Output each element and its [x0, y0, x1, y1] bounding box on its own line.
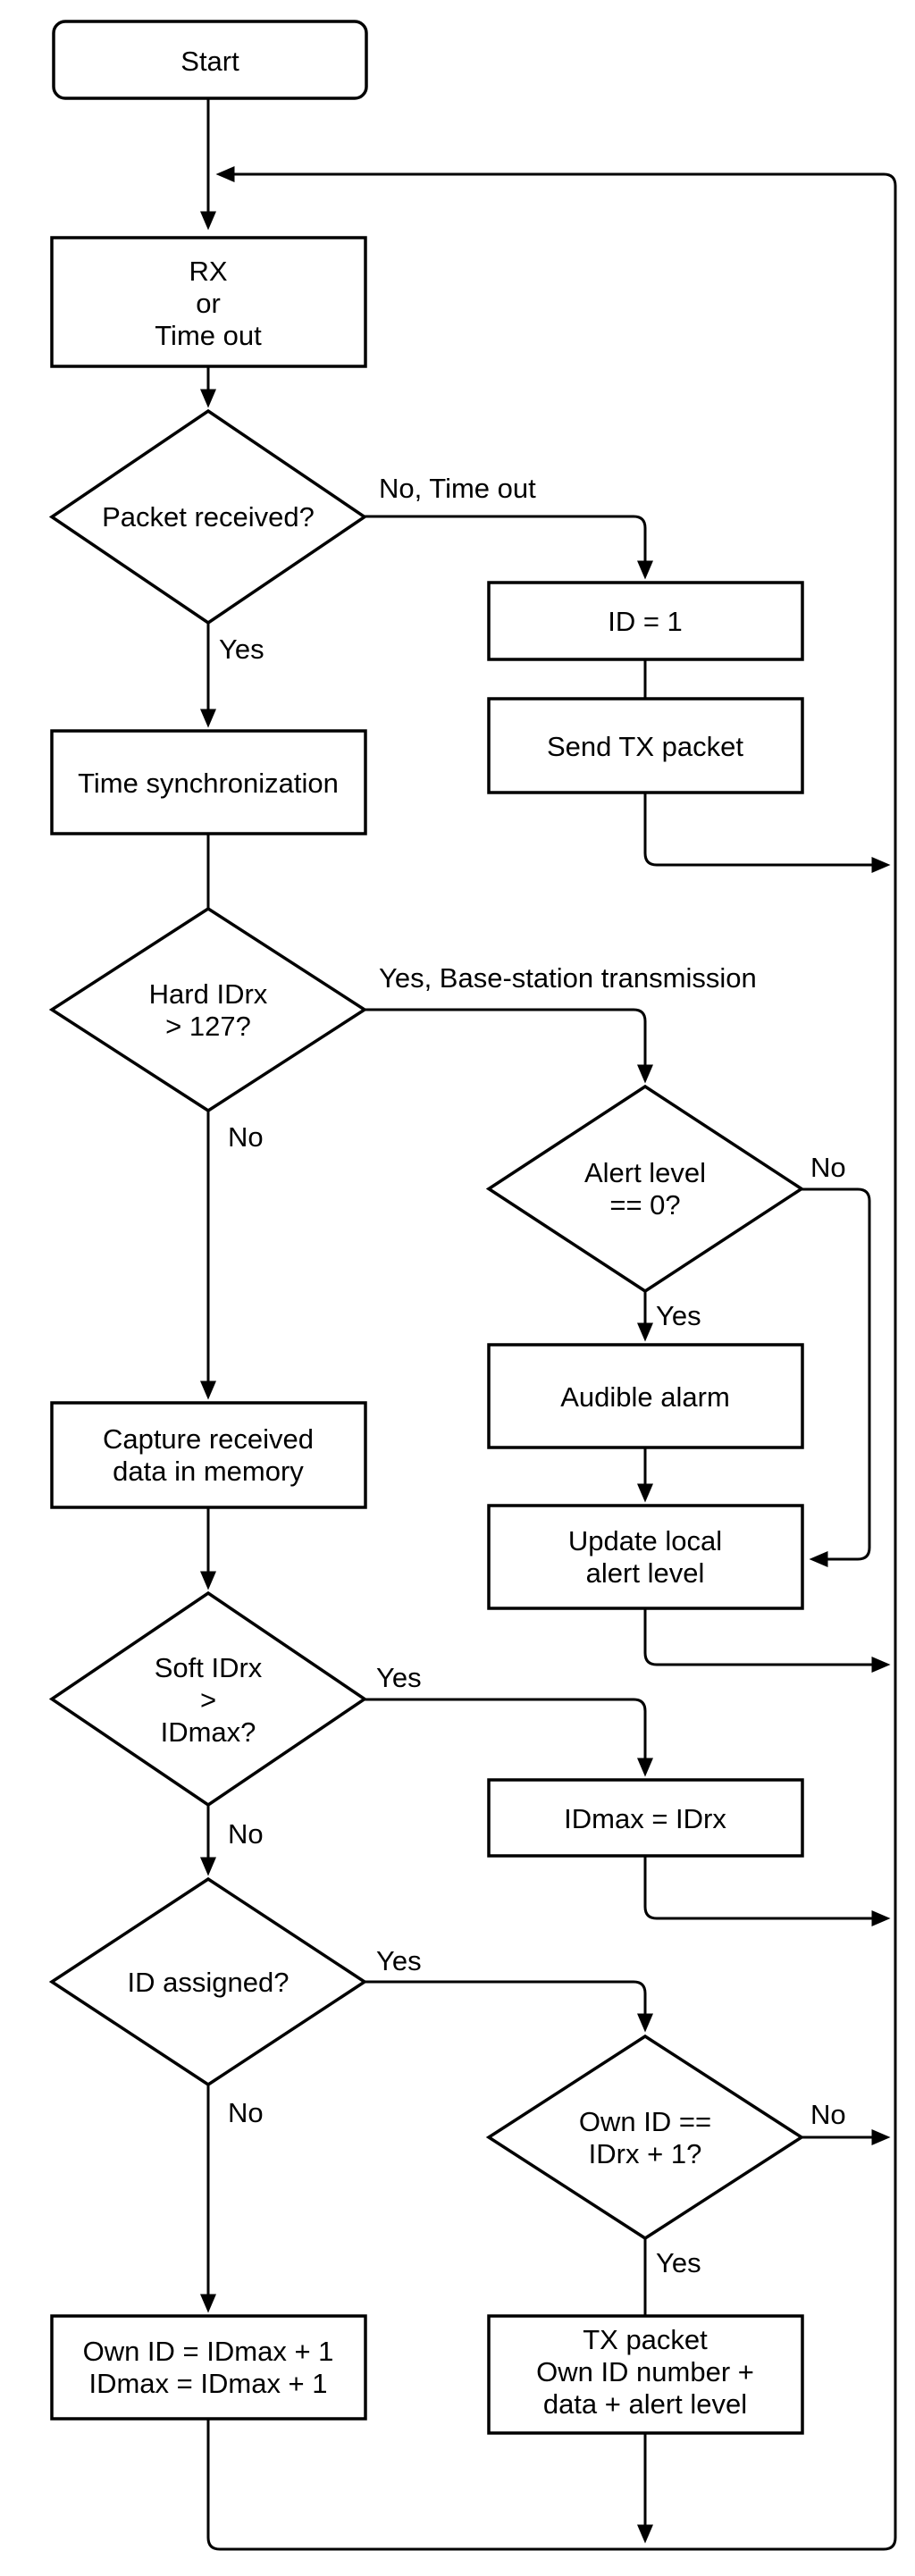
soft-idrx-label-line3: IDmax? [161, 1716, 256, 1748]
tx-packet-label-line3: data + alert level [543, 2388, 747, 2420]
time-sync-label: Time synchronization [78, 768, 339, 799]
own-id-assign-label-line1: Own ID = IDmax + 1 [83, 2336, 334, 2367]
id-assigned-shape [48, 1876, 368, 2087]
idmax-eq-idrx-shape [487, 1778, 804, 1858]
update-alert-label-line2: alert level [586, 1557, 705, 1589]
own-id-assign-label-line2: IDmax = IDmax + 1 [88, 2368, 327, 2399]
node-audible-alarm: Audible alarm [487, 1343, 804, 1449]
node-start: Start [52, 20, 368, 100]
label-id-assigned-no: No [228, 2097, 264, 2128]
own-id-check-label-line2: IDrx + 1? [589, 2138, 702, 2169]
edges [200, 98, 897, 2551]
node-tx-packet: TX packet Own ID number + data + alert l… [487, 2314, 804, 2435]
update-alert-label-line1: Update local [568, 1525, 722, 1557]
time-sync-shape [50, 729, 367, 835]
label-hard-no: No [228, 1121, 264, 1153]
hard-idrx-label-line2: > 127? [165, 1011, 251, 1042]
label-id-assigned-yes: Yes [376, 1945, 422, 1976]
start-label: Start [180, 46, 239, 77]
tx-packet-label-line1: TX packet [583, 2324, 708, 2355]
capture-data-label-line1: Capture received [103, 1423, 314, 1455]
send-tx-label: Send TX packet [547, 731, 743, 762]
soft-idrx-label-line2: > [200, 1684, 216, 1716]
update-alert-shape [487, 1504, 804, 1610]
edge-labels: No, Time out Yes Yes, Base-station trans… [219, 473, 846, 2278]
label-alert-no: No [810, 1152, 846, 1183]
label-packet-no: No, Time out [379, 473, 536, 504]
capture-data-shape [50, 1401, 367, 1509]
hard-idrx-shape [48, 906, 368, 1113]
label-packet-yes: Yes [219, 634, 264, 665]
label-alert-yes: Yes [656, 1300, 701, 1331]
send-tx-shape [487, 697, 804, 794]
node-capture-data: Capture received data in memory [50, 1401, 367, 1509]
node-own-id-check: Own ID == IDrx + 1? [485, 2034, 805, 2241]
own-id-assign-shape [50, 2314, 367, 2421]
tx-packet-label-line2: Own ID number + [536, 2356, 754, 2387]
alert-level-label-line2: == 0? [609, 1189, 680, 1221]
edge-idmax-out [643, 1856, 891, 1926]
edge-hard-yes [365, 1008, 653, 1084]
node-rx-or-timeout: RX or Time out [50, 236, 367, 368]
node-soft-idrx: Soft IDrx > IDmax? [48, 1590, 368, 1808]
soft-idrx-label-line1: Soft IDrx [155, 1652, 263, 1683]
alert-level-shape [485, 1084, 805, 1294]
node-hard-idrx: Hard IDrx > 127? [48, 906, 368, 1113]
label-soft-no: No [228, 1818, 264, 1850]
edge-sendtx-out [643, 793, 891, 873]
node-packet-received: Packet received? [48, 408, 368, 625]
edge-alert-no-loop [802, 1187, 871, 1567]
alert-level-label-line1: Alert level [584, 1157, 706, 1188]
own-id-check-label-line1: Own ID == [579, 2106, 711, 2137]
id-assigned-label: ID assigned? [128, 1967, 290, 1998]
rx-label-line3: Time out [155, 320, 262, 351]
packet-received-shape [48, 408, 368, 625]
node-time-sync: Time synchronization [50, 729, 367, 835]
soft-idrx-shape [48, 1590, 368, 1808]
edge-return-loop [206, 166, 897, 2551]
label-hard-yes: Yes, Base-station transmission [379, 962, 757, 994]
node-id-assigned: ID assigned? [48, 1876, 368, 2087]
node-alert-level: Alert level == 0? [485, 1084, 805, 1294]
node-own-id-assign: Own ID = IDmax + 1 IDmax = IDmax + 1 [50, 2314, 367, 2421]
label-soft-yes: Yes [376, 1662, 422, 1693]
node-update-alert: Update local alert level [487, 1504, 804, 1610]
idmax-eq-idrx-label: IDmax = IDrx [564, 1803, 726, 1834]
node-idmax-eq-idrx: IDmax = IDrx [487, 1778, 804, 1858]
nodes: Start RX or Time out Packet received? ID… [48, 20, 805, 2435]
id-eq-1-label: ID = 1 [608, 606, 683, 637]
id-eq-1-shape [487, 581, 804, 661]
audible-alarm-shape [487, 1343, 804, 1449]
edge-id-assigned-yes [365, 1980, 653, 2033]
label-own-id-yes: Yes [656, 2247, 701, 2278]
rx-label-line1: RX [189, 256, 227, 287]
node-id-eq-1: ID = 1 [487, 581, 804, 661]
packet-received-label: Packet received? [102, 501, 315, 533]
rx-shape [50, 236, 367, 368]
node-send-tx-packet: Send TX packet [487, 697, 804, 794]
capture-data-label-line2: data in memory [113, 1456, 304, 1487]
edge-update-out [643, 1608, 891, 1673]
rx-label-line2: or [196, 288, 221, 319]
audible-alarm-label: Audible alarm [560, 1381, 730, 1413]
edge-packet-no [365, 515, 653, 580]
edge-soft-yes [365, 1698, 653, 1777]
label-own-id-no: No [810, 2099, 846, 2130]
own-id-check-shape [485, 2034, 805, 2241]
hard-idrx-label-line1: Hard IDrx [149, 978, 268, 1010]
tx-packet-shape [487, 2314, 804, 2435]
start-shape [52, 20, 368, 100]
